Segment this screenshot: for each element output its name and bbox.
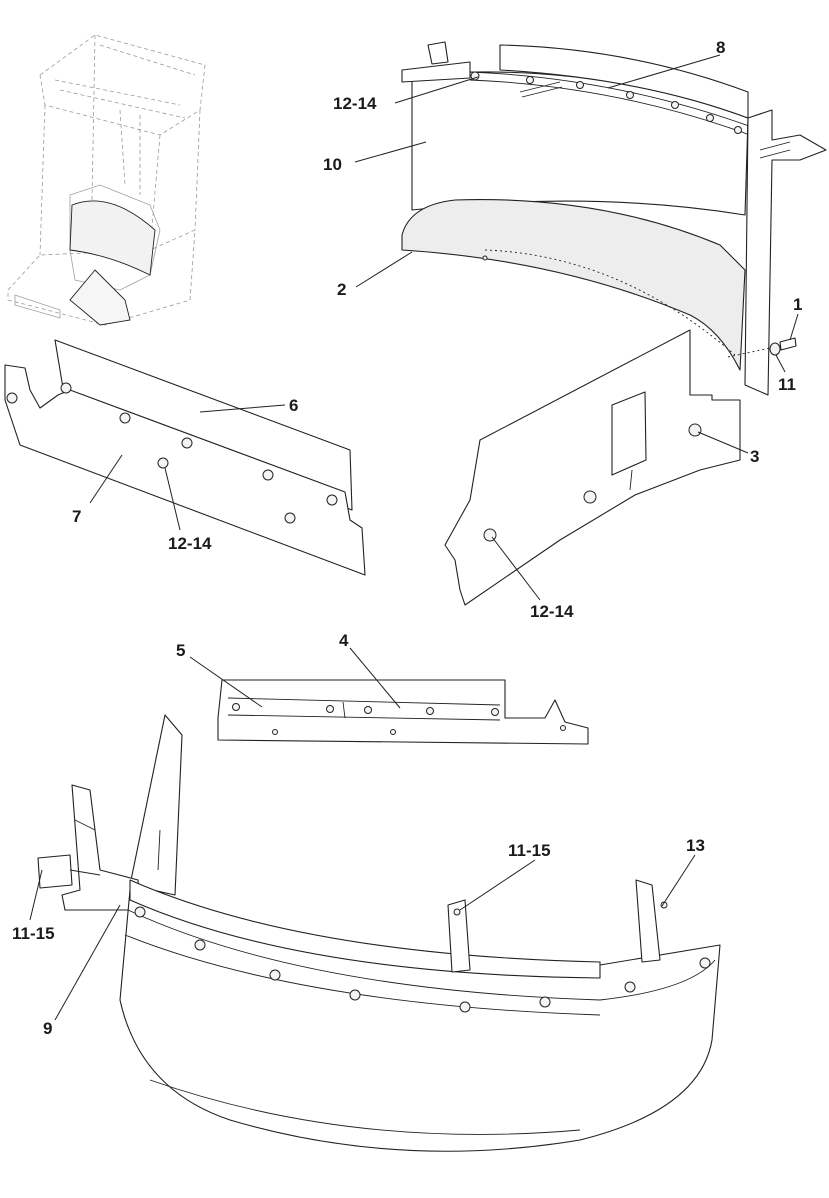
left-frame-bracket xyxy=(61,784,141,911)
callout-7: 7 xyxy=(72,507,81,526)
callout-5: 5 xyxy=(176,641,185,660)
callout-4: 4 xyxy=(339,631,349,650)
bottom-housing-group xyxy=(37,714,721,1152)
left-upright-post xyxy=(129,714,183,896)
washer-11 xyxy=(769,342,781,356)
panel-3-bolt xyxy=(688,423,702,437)
part-2-curved-panel xyxy=(401,199,746,371)
callout-13: 13 xyxy=(686,836,705,855)
callout-12-14-left: 12-14 xyxy=(168,534,212,553)
callout-2: 2 xyxy=(337,280,346,299)
callout-8: 8 xyxy=(716,38,725,57)
panel-7-bolts xyxy=(6,382,338,524)
rear-panel-assembly xyxy=(401,41,827,606)
callout-labels: 8 12-14 10 2 1 11 3 6 7 12-14 12-14 5 4 … xyxy=(12,38,802,1038)
callout-6: 6 xyxy=(289,396,298,415)
part-5-4-strip xyxy=(217,679,589,745)
left-hook-bracket xyxy=(401,61,471,83)
callout-3: 3 xyxy=(750,447,759,466)
right-side-bracket xyxy=(744,109,827,396)
part-7-lower-panel xyxy=(4,364,366,576)
middle-strip-group xyxy=(217,679,589,745)
part-3-side-panel xyxy=(444,329,741,606)
housing-top-lip xyxy=(129,879,601,979)
strip-bolts xyxy=(232,703,566,735)
bolt-1 xyxy=(779,337,797,351)
callout-1: 1 xyxy=(793,295,802,314)
cab-overview-inset xyxy=(7,34,206,326)
callout-11: 11 xyxy=(778,375,796,394)
callout-12-14-right: 12-14 xyxy=(530,602,574,621)
top-strip-bolts xyxy=(470,71,742,134)
left-panel-group xyxy=(4,339,366,576)
callout-12-14-top: 12-14 xyxy=(333,94,377,113)
callout-9: 9 xyxy=(43,1019,52,1038)
callout-11-15-center: 11-15 xyxy=(508,841,551,860)
center-bracket xyxy=(447,899,471,973)
access-window xyxy=(611,391,647,476)
leader-lines xyxy=(29,54,799,1021)
housing-bolts xyxy=(134,906,711,1013)
callout-10: 10 xyxy=(323,155,342,174)
right-bracket-13 xyxy=(635,879,661,963)
callout-11-15-left: 11-15 xyxy=(12,924,55,943)
